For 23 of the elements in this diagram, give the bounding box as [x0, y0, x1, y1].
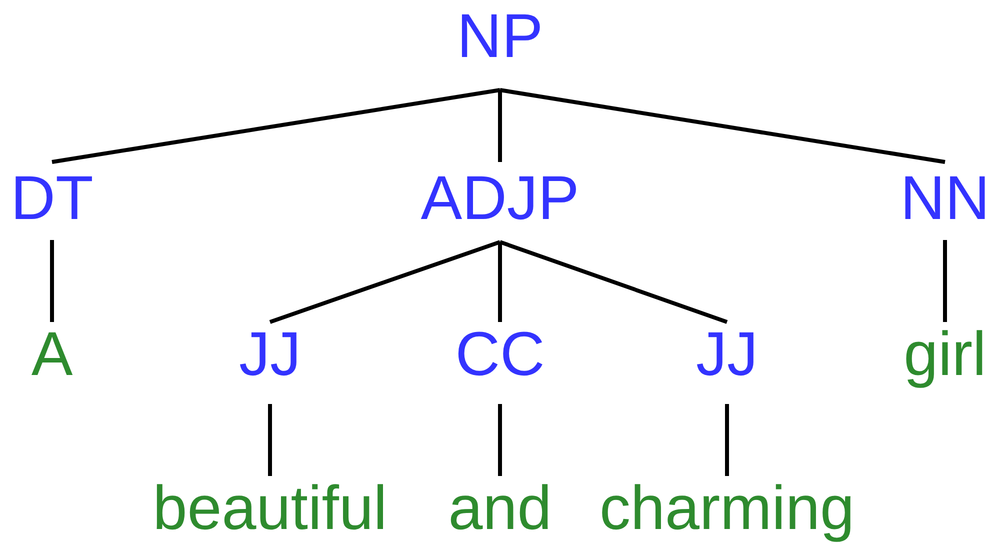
- tree-branch: [50, 240, 54, 322]
- word: A: [31, 324, 73, 386]
- phrase-tag: JJ: [696, 324, 758, 386]
- phrase-tag: JJ: [239, 324, 301, 386]
- tree-branch: [943, 240, 947, 322]
- word: charming: [600, 478, 854, 540]
- word: beautiful: [152, 478, 388, 540]
- tree-branch: [499, 240, 728, 324]
- tree-branch: [268, 404, 272, 476]
- word: and: [448, 478, 552, 540]
- phrase-tag: DT: [10, 168, 94, 230]
- phrase-tag: NN: [900, 168, 990, 230]
- tree-branch: [498, 90, 502, 162]
- tree-branch: [500, 88, 946, 164]
- tree-branch: [52, 88, 500, 164]
- tree-branch: [498, 242, 502, 322]
- phrase-tag: ADJP: [420, 168, 580, 230]
- word: girl: [904, 324, 986, 386]
- tree-branch: [269, 240, 501, 324]
- phrase-tag: CC: [455, 324, 545, 386]
- phrase-tag: NP: [456, 6, 544, 68]
- tree-branch: [725, 404, 729, 476]
- tree-branch: [498, 404, 502, 476]
